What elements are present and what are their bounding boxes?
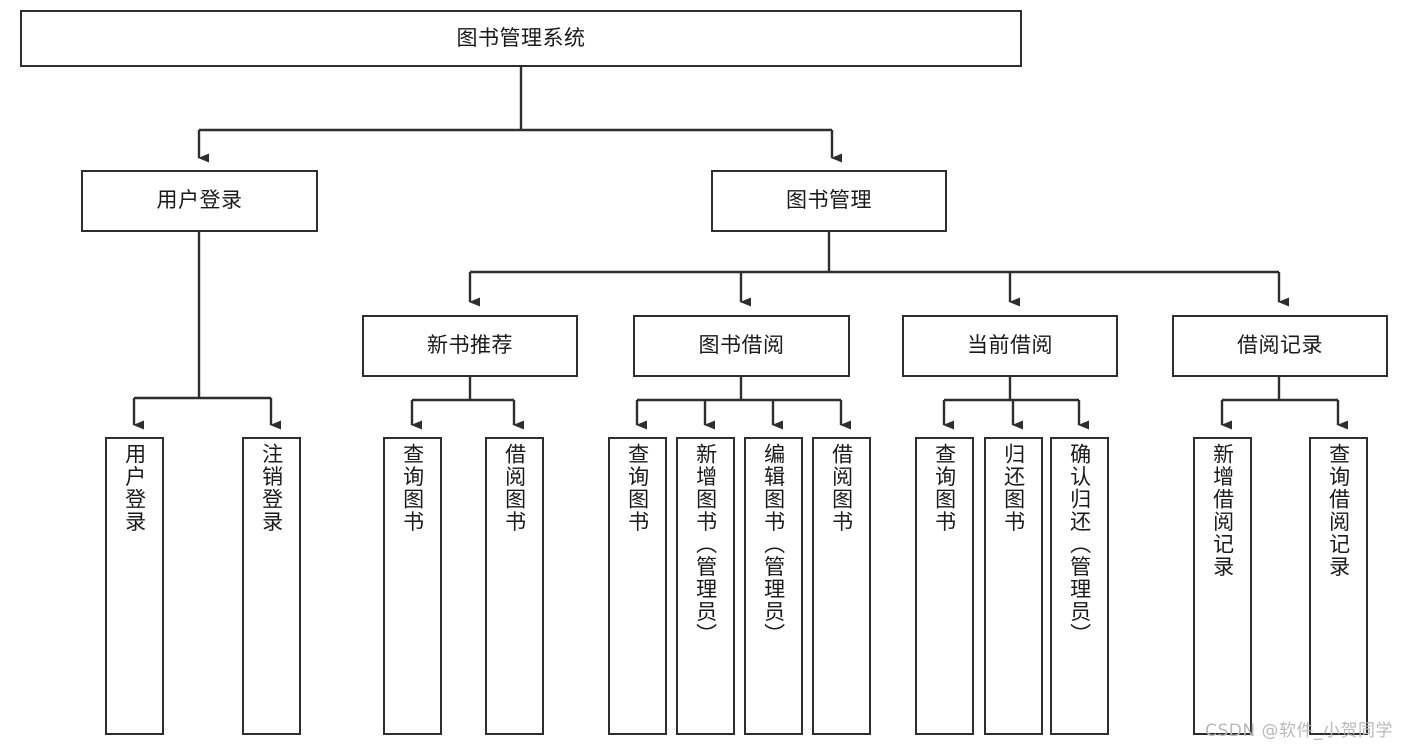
node-leaf-cur-query-label: 查询图书	[932, 443, 957, 533]
node-leaf-rec-add-label: 新增借阅记录	[1210, 443, 1235, 578]
node-leaf-rec-query-label: 查询图书	[400, 443, 425, 533]
node-leaf-user-logout[interactable]: 注销登录	[242, 437, 301, 735]
node-leaf-rec-add[interactable]: 新增借阅记录	[1193, 437, 1252, 735]
node-borrow-record[interactable]: 借阅记录	[1172, 315, 1388, 377]
node-book-manage-label: 图书管理	[786, 188, 872, 213]
node-leaf-borrow-add[interactable]: 新增图书（管理员）	[676, 437, 735, 735]
node-leaf-cur-confirm-label: 确认归还（管理员）	[1067, 443, 1092, 646]
node-book-borrow-label: 图书借阅	[698, 333, 785, 358]
node-leaf-borrow-add-label: 新增图书（管理员）	[693, 443, 718, 646]
node-leaf-cur-return[interactable]: 归还图书	[984, 437, 1043, 735]
node-user-login-label: 用户登录	[156, 188, 243, 213]
node-new-book-rec-label: 新书推荐	[427, 333, 513, 358]
node-current-borrow[interactable]: 当前借阅	[902, 315, 1118, 377]
node-book-manage[interactable]: 图书管理	[711, 170, 947, 232]
node-leaf-borrow-query[interactable]: 查询图书	[608, 437, 667, 735]
node-current-borrow-label: 当前借阅	[967, 333, 1053, 358]
csdn-watermark: CSDN @软件_小贺同学	[1205, 721, 1393, 741]
node-leaf-borrow-edit-label: 编辑图书（管理员）	[761, 443, 786, 646]
node-leaf-borrow-query-label: 查询图书	[625, 443, 650, 533]
node-leaf-rec-borrow-label: 借阅图书	[502, 443, 527, 533]
node-leaf-cur-return-label: 归还图书	[1001, 443, 1026, 533]
node-leaf-rec-query[interactable]: 查询图书	[383, 437, 442, 735]
node-leaf-user-login-label: 用户登录	[122, 443, 147, 533]
node-leaf-borrow-lend-label: 借阅图书	[829, 443, 854, 533]
node-leaf-user-login[interactable]: 用户登录	[105, 437, 164, 735]
node-leaf-cur-confirm[interactable]: 确认归还（管理员）	[1050, 437, 1109, 735]
node-leaf-borrow-edit[interactable]: 编辑图书（管理员）	[744, 437, 803, 735]
node-new-book-rec[interactable]: 新书推荐	[362, 315, 578, 377]
node-book-borrow[interactable]: 图书借阅	[633, 315, 850, 377]
node-borrow-record-label: 借阅记录	[1237, 333, 1323, 358]
node-leaf-borrow-lend[interactable]: 借阅图书	[812, 437, 871, 735]
node-root-label: 图书管理系统	[456, 25, 586, 50]
node-leaf-rec-borrow[interactable]: 借阅图书	[485, 437, 544, 735]
node-root[interactable]: 图书管理系统	[20, 10, 1022, 67]
node-leaf-rec-query2[interactable]: 查询借阅记录	[1309, 437, 1368, 735]
node-leaf-rec-query2-label: 查询借阅记录	[1326, 443, 1351, 578]
node-user-login[interactable]: 用户登录	[81, 170, 318, 232]
node-leaf-user-logout-label: 注销登录	[259, 443, 284, 533]
node-leaf-cur-query[interactable]: 查询图书	[915, 437, 974, 735]
